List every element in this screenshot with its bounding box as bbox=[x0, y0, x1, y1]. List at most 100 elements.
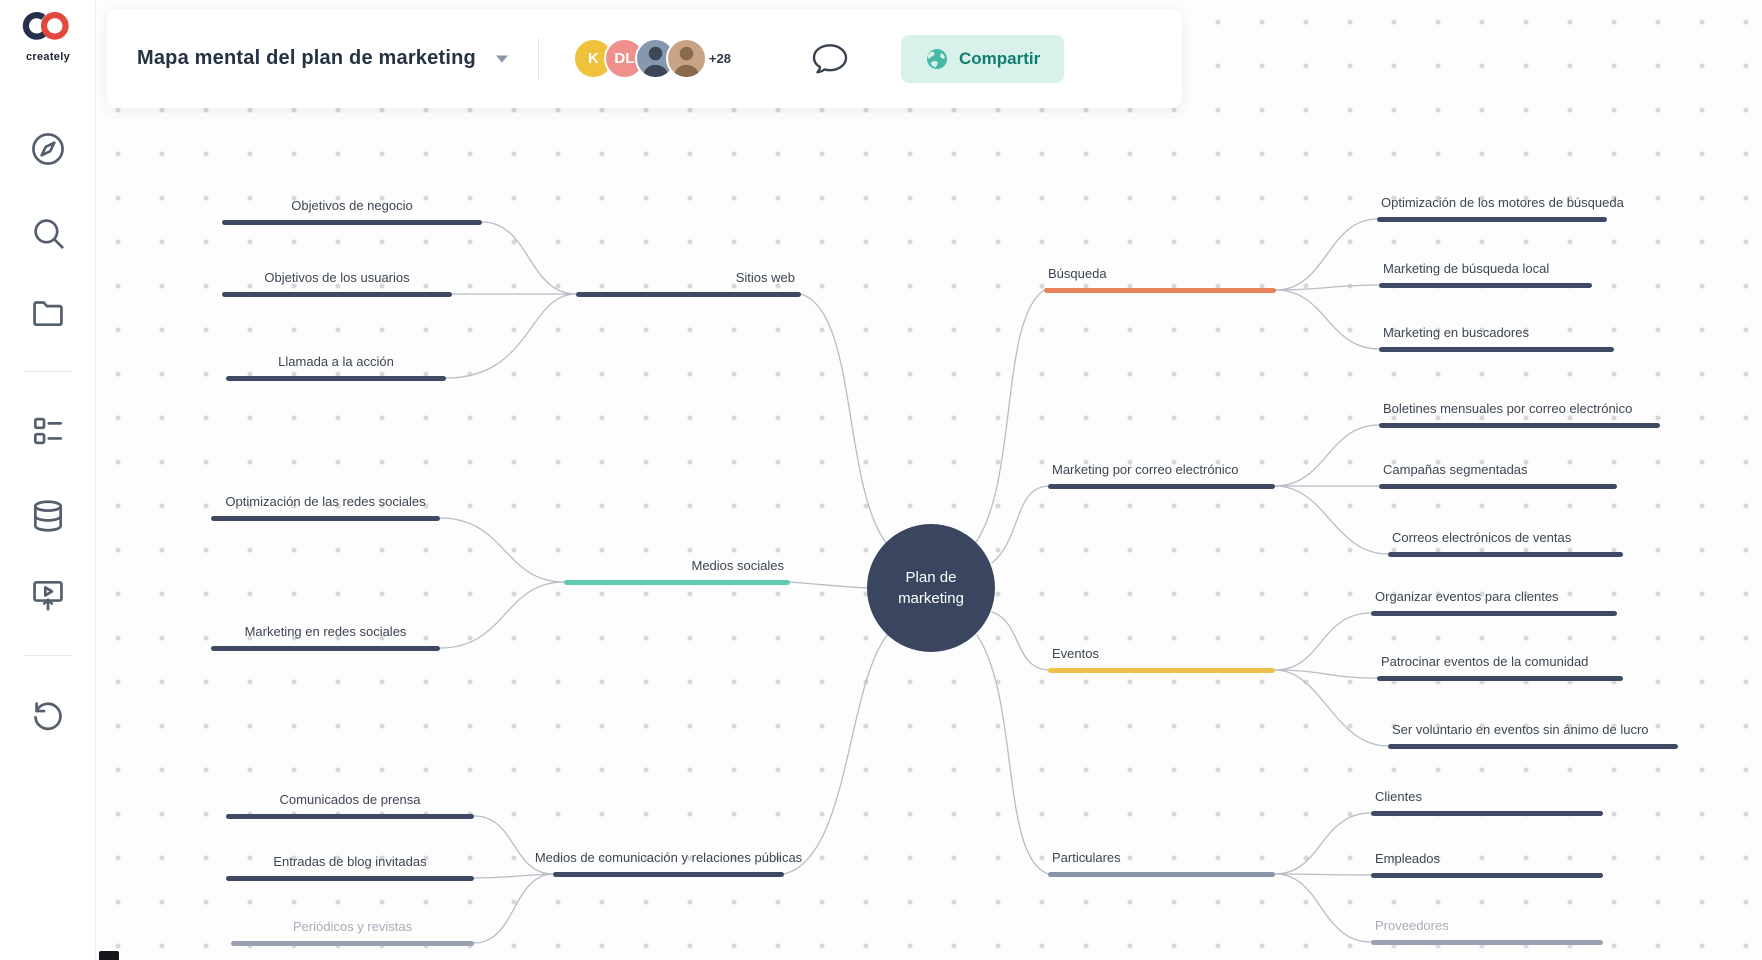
database-icon bbox=[33, 500, 63, 532]
node-bar bbox=[1377, 676, 1623, 681]
person-photo-icon bbox=[642, 46, 669, 77]
mindmap-node-entradas-blog[interactable]: Entradas de blog invitadas bbox=[226, 854, 474, 881]
node-bar bbox=[1371, 811, 1603, 816]
mindmap-node-eventos[interactable]: Eventos bbox=[1048, 646, 1275, 673]
document-title[interactable]: Mapa mental del plan de marketing bbox=[137, 47, 476, 69]
mindmap-canvas[interactable] bbox=[96, 0, 1762, 960]
history-icon bbox=[34, 702, 62, 731]
sidebar-data-button[interactable] bbox=[26, 494, 70, 538]
node-bar bbox=[1377, 217, 1607, 222]
toolbar-divider bbox=[537, 37, 539, 80]
mindmap-node-empleados[interactable]: Empleados bbox=[1371, 851, 1603, 878]
mindmap-node-correos-ventas[interactable]: Correos electrónicos de ventas bbox=[1388, 530, 1623, 557]
node-label: Ser voluntario en eventos sin ánimo de l… bbox=[1392, 722, 1649, 737]
mindmap-node-organizar-eventos[interactable]: Organizar eventos para clientes bbox=[1371, 589, 1617, 616]
node-bar bbox=[1048, 668, 1275, 673]
node-label: Objetivos de los usuarios bbox=[264, 270, 410, 285]
document-toolbar: Mapa mental del plan de marketing K DL +… bbox=[107, 9, 1182, 108]
mindmap-node-marketing-redes[interactable]: Marketing en redes sociales bbox=[211, 624, 440, 651]
sidebar-templates-button[interactable] bbox=[26, 409, 70, 453]
node-label: Objetivos de negocio bbox=[291, 198, 413, 213]
sidebar-explore-button[interactable] bbox=[26, 127, 70, 171]
creately-logo[interactable]: creately bbox=[0, 10, 96, 63]
share-button-label: Compartir bbox=[958, 48, 1041, 68]
mindmap-node-particulares[interactable]: Particulares bbox=[1048, 850, 1275, 877]
mindmap-node-campanas[interactable]: Campañas segmentadas bbox=[1379, 462, 1617, 489]
mindmap-node-proveedores[interactable]: Proveedores bbox=[1371, 918, 1603, 945]
brand-label: creately bbox=[26, 51, 70, 63]
mindmap-node-boletines[interactable]: Boletines mensuales por correo electróni… bbox=[1379, 401, 1660, 428]
sidebar-folder-button[interactable] bbox=[26, 290, 70, 334]
mindmap-node-patrocinar-eventos[interactable]: Patrocinar eventos de la comunidad bbox=[1377, 654, 1623, 681]
node-label: Marketing en redes sociales bbox=[244, 624, 407, 639]
mindmap-node-objetivos-negocio[interactable]: Objetivos de negocio bbox=[222, 198, 482, 225]
mindmap-node-medios-sociales[interactable]: Medios sociales bbox=[564, 558, 790, 585]
node-label: Medios de comunicación y relaciones públ… bbox=[534, 850, 803, 865]
node-bar bbox=[1388, 552, 1623, 557]
sidebar-divider bbox=[24, 371, 72, 372]
mindmap-node-sitios-web[interactable]: Sitios web bbox=[576, 270, 801, 297]
node-label: Periódicos y revistas bbox=[292, 919, 413, 934]
node-label: Optimización de los motores de búsqueda bbox=[1381, 195, 1624, 210]
mindmap-node-busqueda-local[interactable]: Marketing de búsqueda local bbox=[1379, 261, 1592, 288]
sidebar-present-button[interactable] bbox=[26, 573, 70, 617]
node-bar bbox=[1379, 484, 1617, 489]
templates-form-icon bbox=[33, 417, 63, 445]
node-bar bbox=[564, 580, 790, 585]
comments-button[interactable] bbox=[809, 40, 851, 78]
mindmap-node-marketing-buscadores[interactable]: Marketing en buscadores bbox=[1379, 325, 1614, 352]
node-bar bbox=[222, 292, 452, 297]
extra-collaborators-count[interactable]: +28 bbox=[708, 51, 731, 66]
node-bar bbox=[1371, 873, 1603, 878]
node-label: Organizar eventos para clientes bbox=[1375, 589, 1559, 604]
mindmap-node-optimizacion-redes[interactable]: Optimización de las redes sociales bbox=[211, 494, 440, 521]
sidebar-history-button[interactable] bbox=[26, 693, 70, 737]
node-bar bbox=[553, 872, 784, 877]
node-bar bbox=[1379, 283, 1592, 288]
mindmap-node-periodicos-revistas[interactable]: Periódicos y revistas bbox=[231, 919, 474, 946]
title-dropdown-button[interactable] bbox=[494, 53, 510, 65]
node-label: Campañas segmentadas bbox=[1383, 462, 1528, 477]
node-label: Eventos bbox=[1052, 646, 1099, 661]
sidebar-divider bbox=[24, 655, 72, 656]
collaborator-avatars: K DL +28 bbox=[572, 38, 731, 79]
mindmap-node-comunicados-prensa[interactable]: Comunicados de prensa bbox=[226, 792, 474, 819]
node-bar bbox=[226, 814, 474, 819]
node-label: Boletines mensuales por correo electróni… bbox=[1383, 401, 1633, 416]
mindmap-node-marketing-correo[interactable]: Marketing por correo electrónico bbox=[1048, 462, 1275, 489]
node-bar bbox=[1044, 288, 1276, 293]
node-label: Marketing en buscadores bbox=[1383, 325, 1529, 340]
node-bar bbox=[576, 292, 801, 297]
node-bar bbox=[1371, 940, 1603, 945]
creately-logo-icon bbox=[22, 11, 69, 40]
mindmap-center-node[interactable]: Plan de marketing bbox=[867, 524, 995, 652]
node-label: Patrocinar eventos de la comunidad bbox=[1381, 654, 1589, 669]
node-label: Llamada a la acción bbox=[278, 354, 394, 369]
node-bar bbox=[1379, 347, 1614, 352]
mindmap-node-clientes[interactable]: Clientes bbox=[1371, 789, 1603, 816]
node-label: Correos electrónicos de ventas bbox=[1392, 530, 1572, 545]
share-button[interactable]: Compartir bbox=[900, 34, 1065, 83]
node-bar bbox=[226, 376, 446, 381]
search-icon bbox=[34, 219, 64, 249]
node-bar bbox=[231, 941, 474, 946]
mindmap-node-optimizacion-motores[interactable]: Optimización de los motores de búsqueda bbox=[1377, 195, 1624, 222]
mindmap-node-medios-comunicacion[interactable]: Medios de comunicación y relaciones públ… bbox=[535, 850, 802, 877]
node-label: Clientes bbox=[1375, 789, 1422, 804]
mindmap-node-llamada-accion[interactable]: Llamada a la acción bbox=[226, 354, 446, 381]
avatar[interactable] bbox=[665, 38, 707, 79]
node-bar bbox=[1379, 423, 1660, 428]
mindmap-node-objetivos-usuarios[interactable]: Objetivos de los usuarios bbox=[222, 270, 452, 297]
node-label: Proveedores bbox=[1375, 918, 1449, 933]
node-bar bbox=[1388, 744, 1678, 749]
node-label: Sitios web bbox=[735, 270, 795, 285]
sidebar-search-button[interactable] bbox=[26, 211, 70, 255]
mindmap-node-busqueda[interactable]: Búsqueda bbox=[1044, 266, 1276, 293]
mindmap-node-voluntario[interactable]: Ser voluntario en eventos sin ánimo de l… bbox=[1388, 722, 1678, 749]
node-bar bbox=[1371, 611, 1617, 616]
chevron-down-icon bbox=[495, 55, 508, 62]
bottom-toolbar-edge bbox=[99, 951, 119, 960]
node-bar bbox=[211, 516, 440, 521]
node-label: Particulares bbox=[1052, 850, 1121, 865]
node-label: Marketing por correo electrónico bbox=[1052, 462, 1239, 477]
